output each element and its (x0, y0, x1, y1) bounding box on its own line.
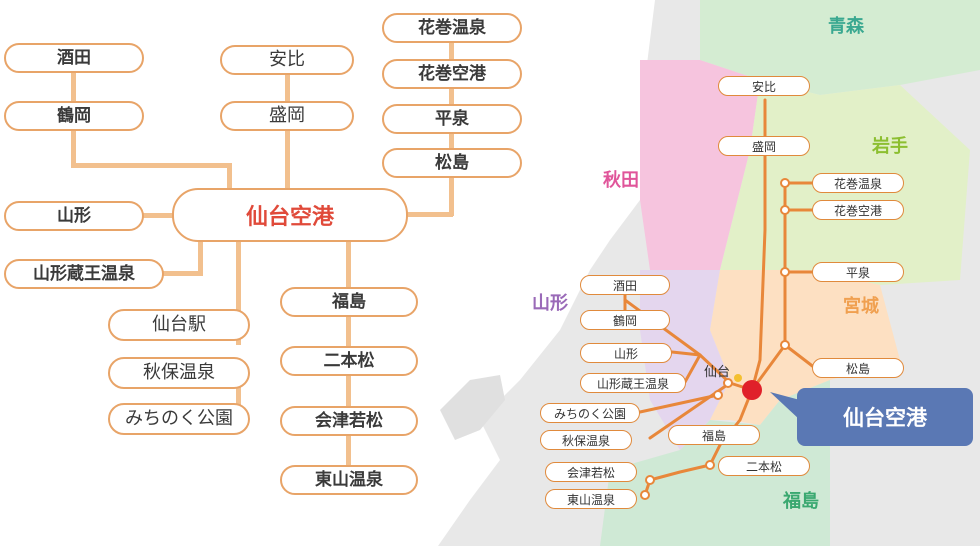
route-matsushima (783, 343, 817, 370)
connector (405, 212, 453, 217)
connector (449, 42, 454, 162)
region-label-miyagi: 宮城 (843, 296, 879, 317)
destination-pill: 平泉 (382, 104, 522, 134)
connector (285, 130, 290, 190)
route-michinoku (638, 393, 720, 414)
map-label: 松島 (812, 358, 904, 378)
destination-pill: みちのく公園 (108, 403, 250, 435)
destination-pill: 山形蔵王温泉 (4, 259, 164, 289)
route-yamagata (670, 350, 702, 357)
route-stops (640, 178, 790, 500)
airport-dot (742, 380, 762, 400)
region-akita (640, 60, 760, 270)
destination-pill: 花巻空港 (382, 59, 522, 89)
connector (346, 240, 351, 288)
map-label: みちのく公園 (540, 403, 640, 423)
map-label: 盛岡 (718, 136, 810, 156)
sendai-station-label: 仙台 (704, 365, 731, 380)
connector (71, 130, 76, 168)
destination-pill: 二本松 (280, 346, 418, 376)
sendai-airport-callout: 仙台空港 (797, 388, 973, 446)
sendai-station-dot (734, 374, 742, 382)
map-label: 東山温泉 (545, 489, 637, 509)
connector (142, 213, 176, 218)
destination-pill: 鶴岡 (4, 101, 144, 131)
connector (285, 74, 290, 104)
region-label-yamagata: 山形 (532, 293, 568, 314)
route-north (750, 98, 767, 392)
region-label-aomori: 青森 (828, 16, 864, 37)
connector (71, 72, 76, 104)
destination-pill: 松島 (382, 148, 522, 178)
region-label-fukushima: 福島 (783, 491, 819, 512)
destination-pill: 安比 (220, 45, 354, 75)
map-label: 鶴岡 (580, 310, 670, 330)
region-label-akita: 秋田 (603, 170, 639, 191)
region-aomori (700, 0, 980, 95)
map-label: 花巻温泉 (812, 173, 904, 193)
connector (236, 240, 241, 345)
map-label: 福島 (668, 425, 760, 445)
map-label: 平泉 (812, 262, 904, 282)
region-fukushima (600, 380, 830, 546)
callout-pointer (770, 392, 800, 420)
destination-pill: 酒田 (4, 43, 144, 73)
island (440, 375, 505, 440)
connector (71, 163, 231, 168)
map-label: 秋保温泉 (540, 430, 632, 450)
connector (227, 163, 232, 191)
map-label: 山形 (580, 343, 672, 363)
destination-pill: 盛岡 (220, 101, 354, 131)
destination-pill: 会津若松 (280, 406, 418, 436)
destination-pill: 秋保温泉 (108, 357, 250, 389)
hub-sendai-airport: 仙台空港 (172, 188, 408, 242)
connector (198, 240, 203, 276)
destination-pill: 福島 (280, 287, 418, 317)
connector (449, 176, 454, 216)
map-label: 花巻空港 (812, 200, 904, 220)
map-label: 酒田 (580, 275, 670, 295)
connector (346, 434, 351, 466)
map-label: 二本松 (718, 456, 810, 476)
map-label: 安比 (718, 76, 810, 96)
destination-pill: 花巻温泉 (382, 13, 522, 43)
region-label-iwate: 岩手 (872, 136, 908, 157)
connector (346, 316, 351, 348)
destination-pill: 東山温泉 (280, 465, 418, 495)
map-label: 山形蔵王温泉 (580, 373, 686, 393)
connector (346, 374, 351, 408)
destination-pill: 仙台駅 (108, 309, 250, 341)
map-label: 会津若松 (545, 462, 637, 482)
destination-pill: 山形 (4, 201, 144, 231)
route-zao (683, 353, 702, 384)
connector (162, 271, 202, 276)
